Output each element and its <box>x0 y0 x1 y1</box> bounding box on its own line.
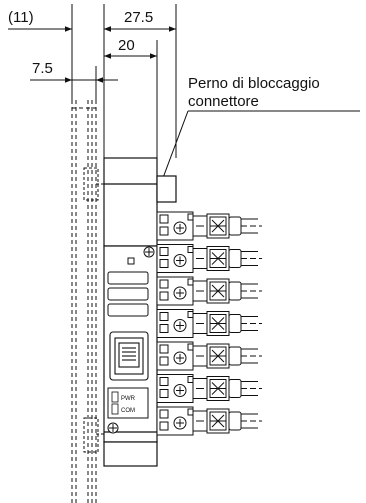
dim-7-5-label: 7.5 <box>32 60 53 77</box>
valve-station <box>156 374 262 403</box>
valve-station <box>156 406 262 436</box>
mounting-screw-top <box>143 246 155 258</box>
dim-27-5-label: 27.5 <box>124 9 153 26</box>
valve-station <box>156 309 262 338</box>
dimension-lines <box>8 29 176 83</box>
extension-lines <box>71 4 177 158</box>
connector-lock-pin <box>127 257 135 265</box>
com-label: COM <box>121 408 135 414</box>
valve-station <box>156 244 262 273</box>
dim-11-label: (11) <box>8 9 34 26</box>
din-rail-dashed-lines <box>71 100 97 503</box>
valve-station <box>156 341 262 371</box>
valve-station <box>156 211 262 241</box>
callout-line-2: connettore <box>188 93 259 110</box>
status-indicators: PWR COM <box>107 387 149 419</box>
pwr-label: PWR <box>121 396 136 402</box>
ethernet-connector <box>109 331 149 381</box>
valve-station <box>156 276 262 306</box>
dim-20-label: 20 <box>118 37 135 54</box>
led-windows <box>107 271 149 317</box>
callout-line-1: Perno di bloccaggio <box>188 75 320 92</box>
valve-stations <box>156 211 262 436</box>
mounting-screw-bottom <box>107 422 119 434</box>
